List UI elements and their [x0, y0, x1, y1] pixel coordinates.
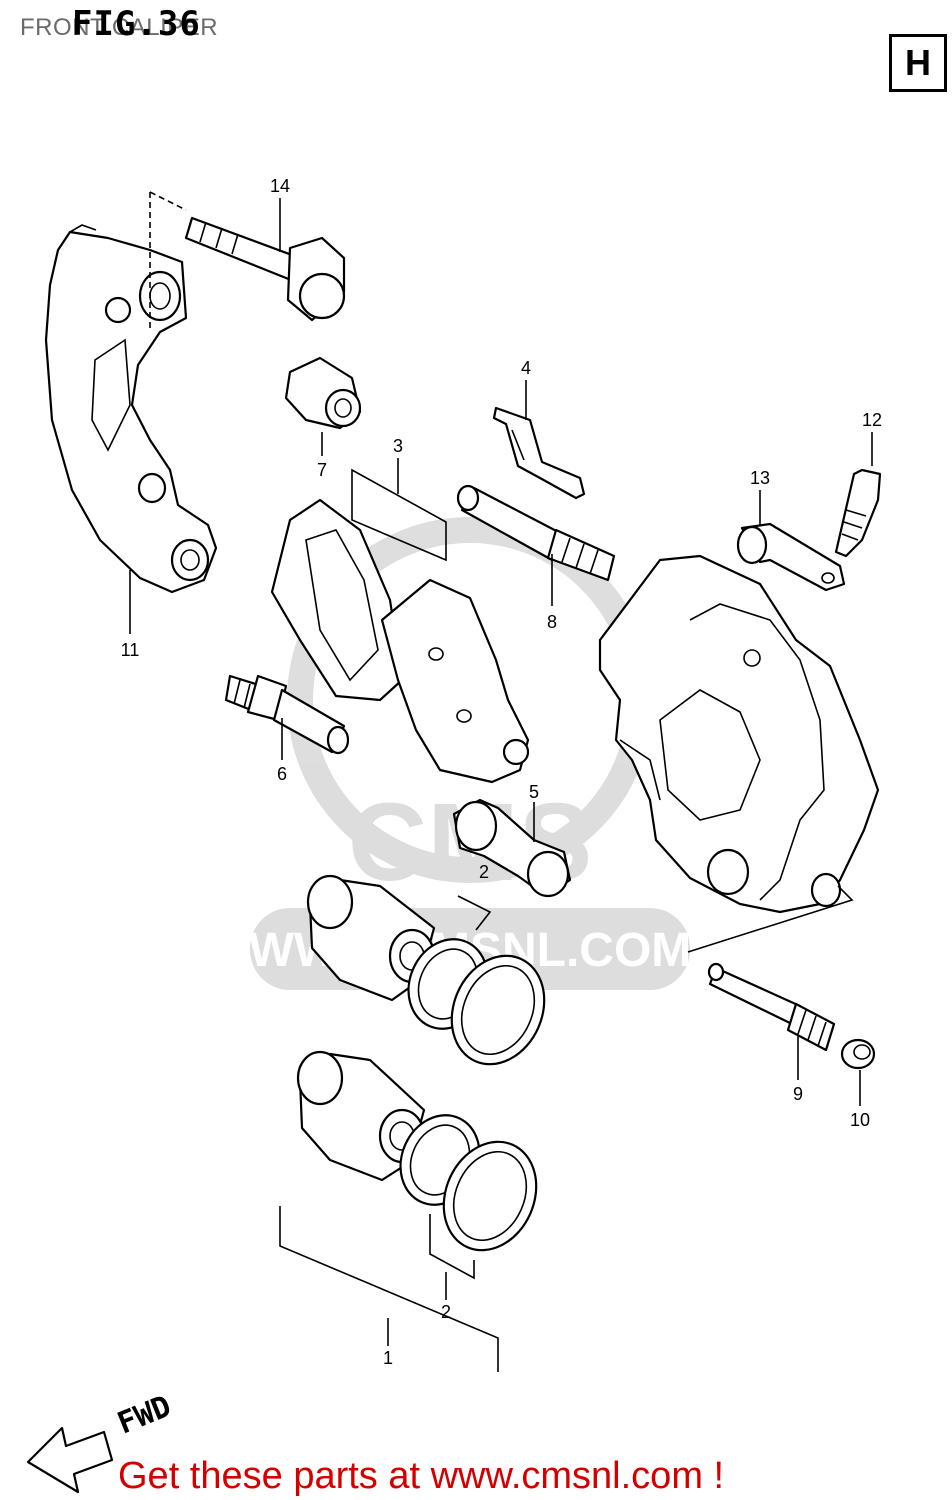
callout-13: 13 — [750, 468, 770, 488]
callout-14: 14 — [270, 176, 290, 196]
figure-label: FIG.36 — [72, 4, 201, 44]
caliper-body[interactable] — [598, 554, 880, 914]
callout-5: 5 — [529, 782, 539, 802]
part-2-lower-piston-seal[interactable] — [387, 1103, 553, 1266]
page-title: FRONT CALIPER — [20, 14, 219, 41]
callout-9: 9 — [793, 1084, 803, 1104]
callout-8: 8 — [547, 612, 557, 632]
callout-2-upper: 2 — [479, 862, 489, 882]
part-11-caliper-bracket[interactable] — [44, 224, 218, 594]
part-3-brake-pads[interactable] — [270, 468, 530, 784]
callout-7: 7 — [317, 460, 327, 480]
callout-1: 1 — [383, 1348, 393, 1368]
leader-14-dash — [149, 191, 187, 211]
leader-1-bracket — [279, 1206, 499, 1372]
part-14-mounting-bolt[interactable] — [184, 216, 346, 322]
part-13-bleeder-cap[interactable] — [736, 522, 846, 592]
part-1-lower-piston[interactable] — [296, 1050, 426, 1182]
part-7-boot[interactable] — [284, 356, 362, 430]
forward-arrow-icon — [26, 1426, 114, 1494]
callout-3: 3 — [393, 436, 403, 456]
part-5-slide-boot[interactable] — [452, 798, 572, 898]
callout-numbers: 14 4 3 12 13 7 8 11 6 5 2 9 10 2 1 — [121, 176, 882, 1368]
leader-2b-bracket — [429, 1214, 475, 1280]
part-9-slide-pin-bolt[interactable] — [707, 962, 836, 1052]
callout-2-lower: 2 — [441, 1302, 451, 1322]
part-4-pad-spring[interactable] — [492, 406, 586, 500]
callout-12: 12 — [862, 410, 882, 430]
part-12-bleeder-valve[interactable] — [834, 468, 882, 558]
section-badge: H — [889, 34, 947, 92]
leader-2a-bracket — [457, 895, 492, 931]
callout-11: 11 — [121, 640, 140, 660]
part-10-plug[interactable] — [840, 1038, 876, 1070]
footer-parts-link[interactable]: Get these parts at www.cmsnl.com ! — [118, 1455, 725, 1497]
part-8-pad-pin[interactable] — [456, 484, 616, 582]
leader-lines — [129, 198, 873, 1346]
callout-6: 6 — [277, 764, 287, 784]
forward-label: FWD — [113, 1389, 176, 1442]
part-6-slide-pin[interactable] — [224, 674, 350, 755]
leader-9-line — [687, 885, 854, 953]
part-2-upper-piston-seal[interactable] — [395, 927, 561, 1080]
callout-10: 10 — [850, 1110, 870, 1130]
part-1-upper-piston[interactable] — [306, 874, 436, 1002]
callout-4: 4 — [521, 358, 531, 378]
